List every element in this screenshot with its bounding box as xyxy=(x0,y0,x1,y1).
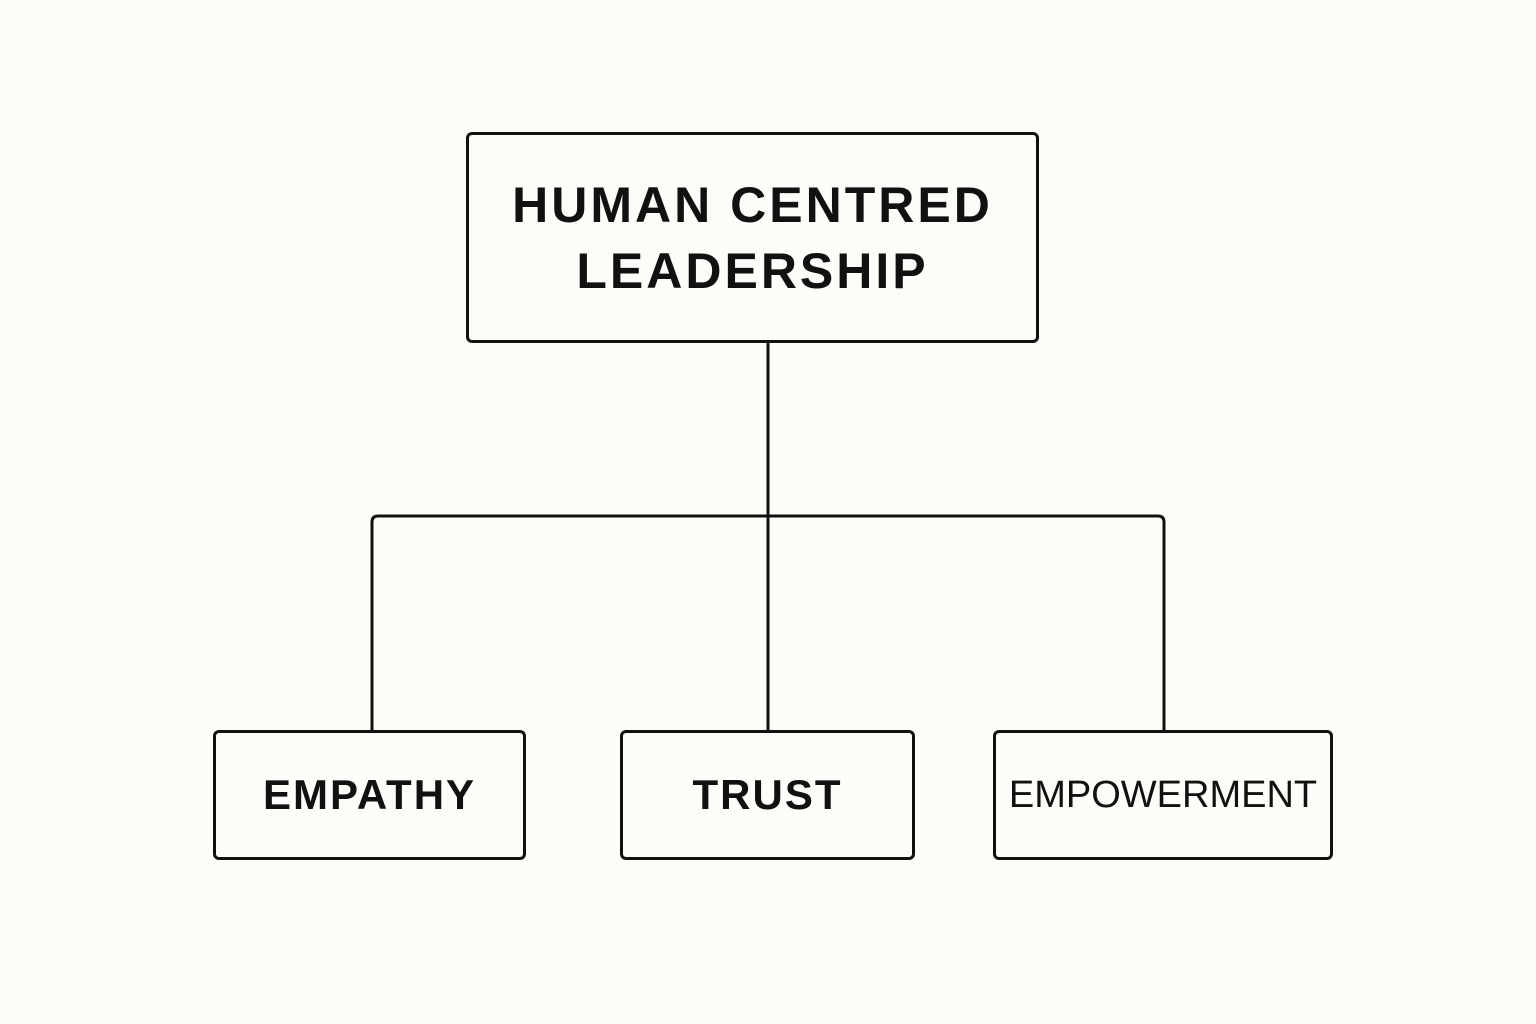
root-node-title-line1: HUMAN CENTRED xyxy=(512,176,993,233)
child-node-label: EMPOWERMENT xyxy=(1008,773,1318,816)
child-node-label: EMPATHY xyxy=(262,771,477,818)
root-node: HUMAN CENTRED LEADERSHIP xyxy=(466,132,1039,343)
child-node-label: TRUST xyxy=(692,771,843,818)
child-node-empowerment: EMPOWERMENT xyxy=(993,730,1333,860)
root-node-title-line2: LEADERSHIP xyxy=(576,242,929,299)
child-node-trust: TRUST xyxy=(620,730,915,860)
child-node-empathy: EMPATHY xyxy=(213,730,526,860)
